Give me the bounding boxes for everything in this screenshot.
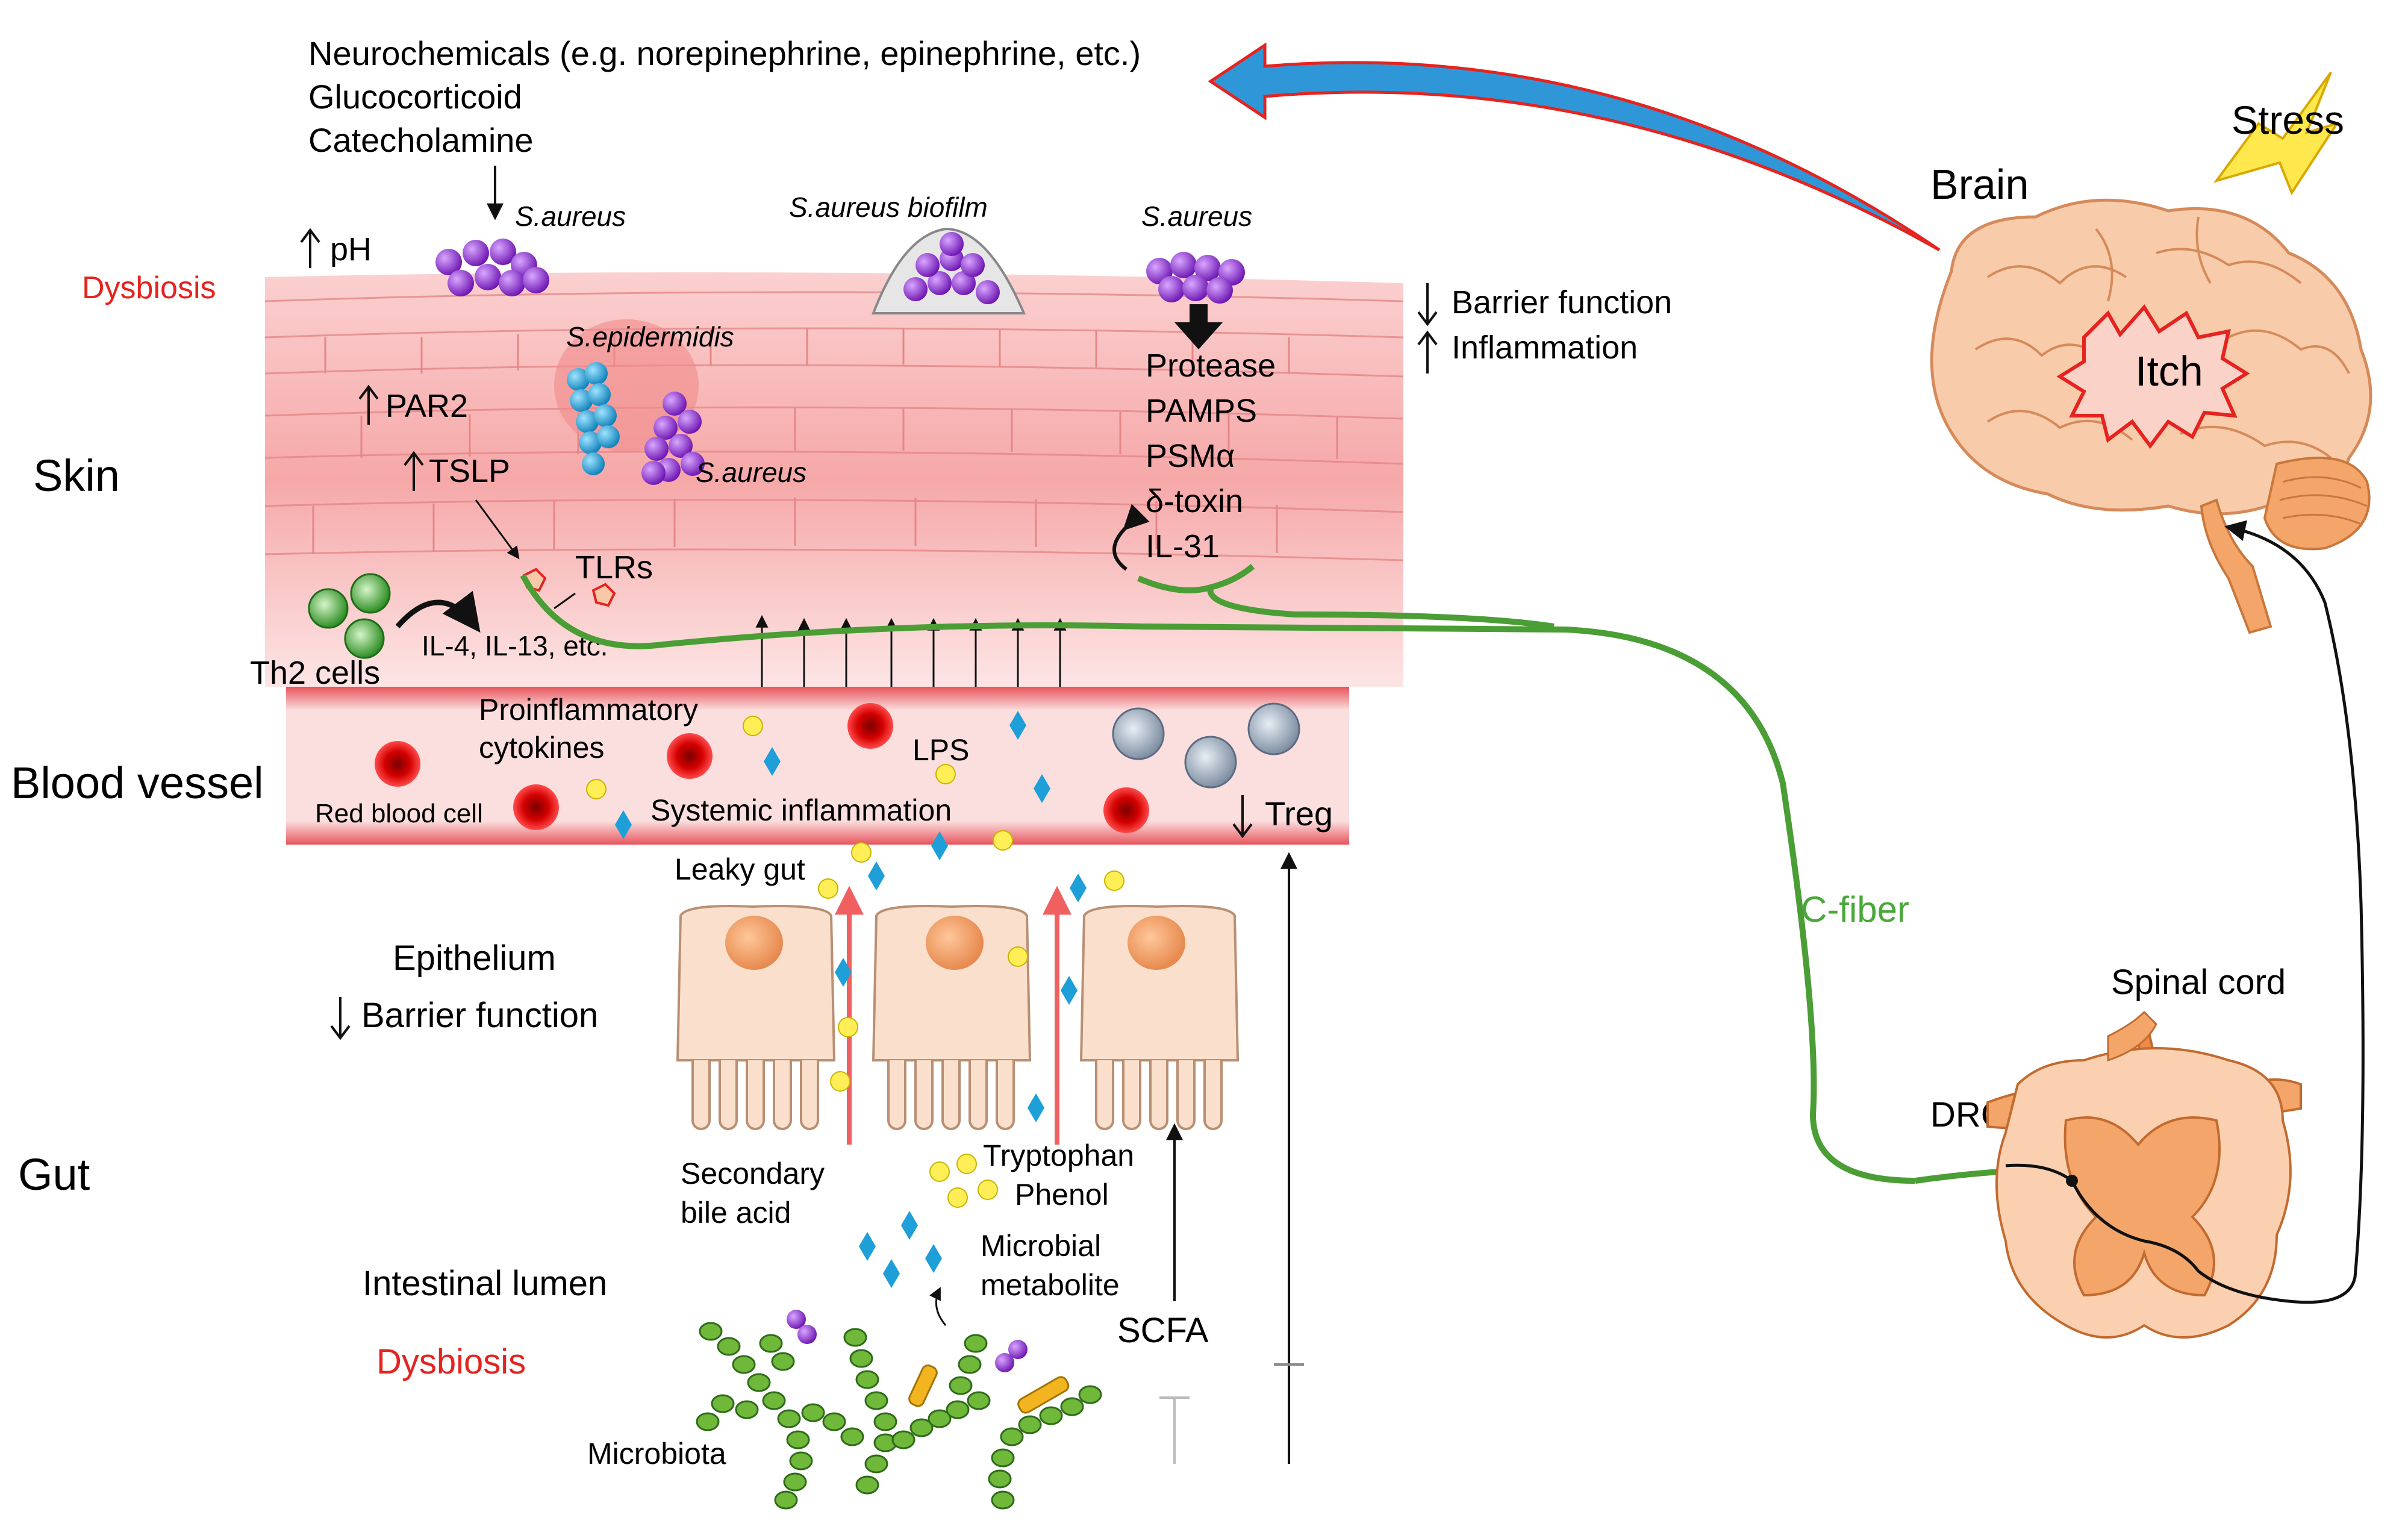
region-intestinal-lumen-label: Intestinal lumen bbox=[363, 1264, 607, 1303]
tlr-pointer bbox=[554, 592, 576, 610]
region-gut-label: Gut bbox=[18, 1149, 90, 1199]
svg-text:Itch: Itch bbox=[2135, 348, 2203, 395]
par2-label: PAR2 bbox=[358, 384, 468, 425]
synapse-dot bbox=[2066, 1175, 2078, 1187]
gut-barrier-label: Barrier function bbox=[330, 996, 598, 1040]
svg-text:TSLP: TSLP bbox=[429, 453, 510, 489]
top-item-neurochemicals: Neurochemicals (e.g. norepinephrine, epi… bbox=[308, 34, 1141, 72]
svg-text:Treg: Treg bbox=[1265, 795, 1333, 833]
bacteria-chain-2 bbox=[843, 1328, 991, 1495]
gut-dysbiosis-label: Dysbiosis bbox=[376, 1342, 526, 1381]
spinal-cord-label: Spinal cord bbox=[2111, 963, 2286, 1002]
blood-vessel-band bbox=[286, 687, 1349, 845]
region-skin-label: Skin bbox=[33, 451, 120, 501]
saureus-cluster-1 bbox=[435, 239, 549, 296]
biofilm-label: S.aureus biofilm bbox=[789, 192, 988, 223]
rod-bacteria bbox=[908, 1364, 1070, 1414]
factor-delta-toxin: δ-toxin bbox=[1146, 483, 1243, 519]
leaky-gut-label: Leaky gut bbox=[675, 852, 805, 886]
metabolite-curved-arrow bbox=[929, 1287, 947, 1326]
rbc-label: Red blood cell bbox=[315, 799, 483, 828]
upward-arrows-skin bbox=[755, 614, 1067, 693]
epithelial-cells bbox=[676, 905, 1240, 1130]
microbiota-bacteria bbox=[696, 1322, 1102, 1510]
top-item-glucocorticoid: Glucocorticoid bbox=[308, 78, 522, 116]
secondary-label-2: bile acid bbox=[681, 1196, 791, 1230]
treg-label: Treg bbox=[1232, 795, 1333, 839]
factor-pamps: PAMPS bbox=[1146, 393, 1257, 429]
saureus-label-2: S.aureus bbox=[1141, 201, 1252, 232]
saureus-biofilm bbox=[872, 227, 1026, 314]
lps-label: LPS bbox=[912, 733, 970, 767]
svg-text:PAR2: PAR2 bbox=[385, 388, 468, 424]
bacteria-chain-1 bbox=[696, 1322, 864, 1510]
svg-text:pH: pH bbox=[330, 231, 372, 267]
metabolite-label-2: metabolite bbox=[981, 1268, 1120, 1302]
svg-text:Barrier function: Barrier function bbox=[1452, 284, 1672, 320]
sepidermidis-label: S.epidermidis bbox=[566, 321, 734, 352]
saureus-cluster-3 bbox=[641, 392, 705, 485]
epithelial-cell-2 bbox=[872, 905, 1032, 1130]
epithelial-cell-3 bbox=[1079, 905, 1240, 1130]
factor-protease: Protease bbox=[1146, 348, 1276, 384]
tryptophan-label: Tryptophan bbox=[983, 1139, 1134, 1172]
tlrs-label: TLRs bbox=[575, 549, 653, 586]
purple-spheres-lumen bbox=[787, 1310, 1028, 1372]
microbiota-label: Microbiota bbox=[587, 1437, 726, 1471]
th2-label: Th2 cells bbox=[250, 655, 380, 691]
skin-barrier-label: Barrier function bbox=[1417, 283, 1672, 327]
epithelial-cell-1 bbox=[676, 905, 836, 1130]
scfa-label: SCFA bbox=[1117, 1311, 1209, 1350]
blue-metabolites-gut bbox=[835, 831, 1087, 1288]
region-blood-vessel-label: Blood vessel bbox=[11, 758, 264, 808]
virulence-factor-list: Protease PAMPS PSMα δ-toxin IL-31 bbox=[1146, 348, 1276, 564]
factor-il31: IL-31 bbox=[1146, 528, 1220, 564]
cfiber-label: C-fiber bbox=[1801, 889, 1909, 930]
down-block-arrow bbox=[1174, 304, 1223, 349]
metabolite-label-1: Microbial bbox=[981, 1229, 1101, 1263]
saureus-label-3: S.aureus bbox=[696, 457, 806, 488]
stress-label: Stress bbox=[2232, 98, 2344, 142]
th2-cells bbox=[308, 573, 391, 659]
secondary-label-1: Secondary bbox=[681, 1157, 825, 1190]
itch-burst: Itch bbox=[2056, 304, 2250, 449]
factor-psma: PSMα bbox=[1146, 438, 1235, 474]
saureus-cluster-2 bbox=[1146, 252, 1245, 304]
brain-to-top-arrow bbox=[1208, 42, 1941, 252]
brain-label: Brain bbox=[1930, 161, 2029, 208]
spinal-cord-illustration bbox=[1986, 1010, 2302, 1339]
ascending-pathway-arrow bbox=[2005, 520, 2365, 1304]
skin-inflammation-label: Inflammation bbox=[1417, 330, 1638, 374]
tslp-arrow bbox=[475, 499, 520, 560]
bacteria-chain-3 bbox=[988, 1385, 1102, 1510]
tslp-label: TSLP bbox=[404, 451, 510, 491]
top-item-catecholamine: Catecholamine bbox=[308, 121, 534, 159]
svg-text:Barrier function: Barrier function bbox=[361, 996, 598, 1035]
c-fiber-nerve bbox=[520, 564, 2000, 1184]
il31-curved-arrow bbox=[1112, 504, 1150, 571]
yellow-metabolites-blood bbox=[586, 716, 956, 799]
region-epithelium-label: Epithelium bbox=[393, 939, 556, 978]
ph-label: pH bbox=[300, 228, 372, 268]
th2-curved-arrow bbox=[395, 590, 481, 633]
svg-text:Inflammation: Inflammation bbox=[1452, 330, 1638, 366]
skin-dysbiosis-label: Dysbiosis bbox=[82, 270, 216, 305]
stress-lightning-icon bbox=[2213, 71, 2340, 196]
grey-immune-cells bbox=[1112, 702, 1300, 789]
phenol-label: Phenol bbox=[1015, 1178, 1109, 1211]
saureus-label-1: S.aureus bbox=[515, 201, 626, 232]
proinflam-label-1: Proinflammatory bbox=[479, 693, 698, 727]
red-blood-cells bbox=[375, 703, 1149, 833]
yellow-metabolites-gut bbox=[818, 830, 1124, 1208]
proinflam-label-2: cytokines bbox=[479, 731, 604, 764]
top-factor-list: Neurochemicals (e.g. norepinephrine, epi… bbox=[308, 34, 1141, 159]
systemic-inflammation-label: Systemic inflammation bbox=[650, 793, 952, 827]
sepidermidis-cluster bbox=[567, 362, 620, 475]
blue-metabolites-blood bbox=[615, 711, 1050, 839]
